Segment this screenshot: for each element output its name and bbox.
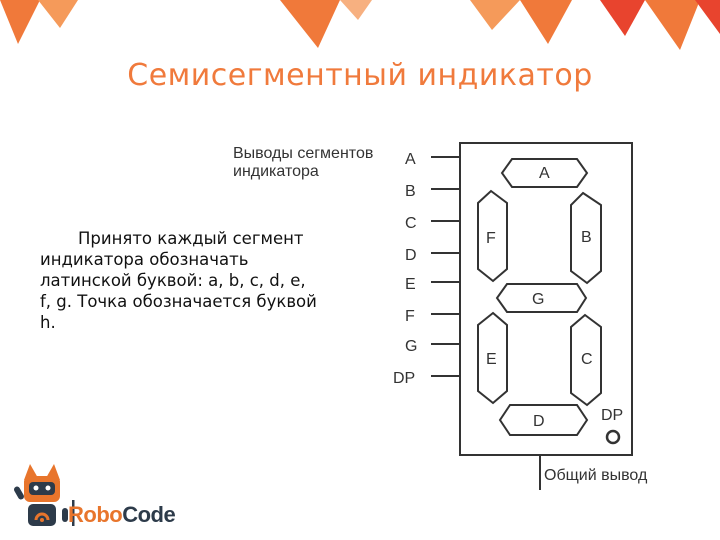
segment-label: G	[532, 291, 544, 308]
pin-label: F	[405, 308, 415, 325]
segment-shape	[477, 189, 508, 283]
seven-segment-diagram: Выводы сегментов индикатора A B C D E F …	[233, 142, 648, 490]
logo-robo: Robo	[68, 502, 123, 527]
slide-title: Семисегментный индикатор	[127, 58, 593, 93]
segment-shape	[570, 191, 602, 285]
robocode-logo	[14, 464, 75, 526]
segment-label: D	[533, 413, 545, 430]
pin-label: A	[405, 151, 416, 168]
top-decoration	[0, 0, 720, 50]
logo-wordmark: RoboCode	[68, 502, 176, 528]
pin-F: F	[405, 308, 460, 325]
pin-label: DP	[393, 370, 415, 387]
common-pin-label: Общий вывод	[544, 467, 648, 484]
pin-A: A	[405, 151, 460, 168]
segment-shape	[570, 313, 602, 407]
segment-shape	[498, 404, 589, 436]
pin-DP: DP	[393, 370, 460, 387]
robot-cat-icon	[14, 464, 68, 526]
deco-triangle	[520, 0, 572, 44]
segment-a: A	[500, 158, 589, 188]
segment-label: C	[581, 351, 593, 368]
segment-shape	[500, 158, 589, 188]
segment-b: B	[570, 191, 602, 285]
deco-triangle	[38, 0, 78, 28]
segment-label: A	[539, 165, 550, 182]
segment-e: E	[477, 311, 508, 405]
pin-label: D	[405, 247, 417, 264]
segment-f: F	[477, 189, 508, 283]
segment-label: B	[581, 229, 592, 246]
segment-label: F	[486, 230, 496, 247]
pin-label: G	[405, 338, 417, 355]
logo-divider	[72, 500, 75, 526]
pin-label: B	[405, 183, 416, 200]
deco-triangle	[600, 0, 645, 36]
segment-g: G	[495, 283, 588, 313]
segment-shape	[477, 311, 508, 405]
segment-shape	[495, 283, 588, 313]
pin-C: C	[405, 215, 460, 232]
pin-D: D	[405, 247, 460, 264]
deco-triangle	[470, 0, 520, 30]
segment-c: C	[570, 313, 602, 407]
pins-caption-line1: Выводы сегментов	[233, 145, 373, 162]
deco-triangle	[280, 0, 340, 48]
dp-label: DP	[601, 407, 623, 424]
pins-caption-line2: индикатора	[233, 163, 319, 180]
decimal-point	[605, 429, 621, 445]
logo-code: Code	[122, 502, 176, 527]
segment-label: E	[486, 351, 497, 368]
pin-E: E	[405, 276, 460, 293]
deco-triangle	[695, 0, 720, 34]
deco-triangle	[340, 0, 372, 20]
pin-label: E	[405, 276, 416, 293]
slide-description: Принято каждый сегмент индикатора обозна…	[40, 229, 317, 332]
pin-B: B	[405, 183, 460, 200]
pin-G: G	[405, 338, 460, 355]
deco-triangle	[0, 0, 40, 44]
pin-label: C	[405, 215, 417, 232]
deco-triangle	[645, 0, 700, 50]
segment-d: D	[498, 404, 589, 436]
